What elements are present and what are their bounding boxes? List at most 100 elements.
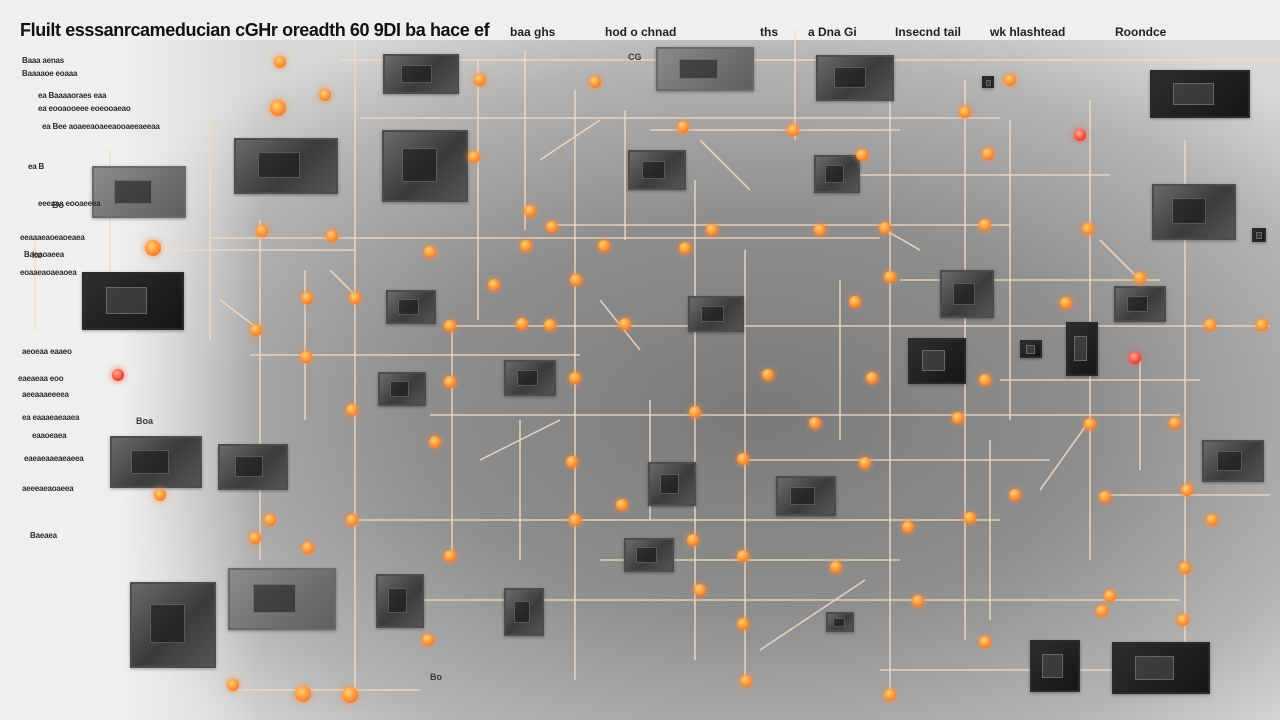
network-node: [468, 151, 480, 163]
device-thumbnail: [776, 476, 836, 516]
network-node: [569, 514, 581, 526]
network-node: [679, 242, 691, 254]
device-thumbnail: [814, 155, 860, 193]
network-node: [616, 499, 628, 511]
device-thumbnail: [826, 612, 854, 632]
network-node: [302, 542, 314, 554]
device-thumbnail: [940, 270, 994, 318]
network-node: [1096, 605, 1108, 617]
network-node: [154, 489, 166, 501]
diagram-label: Bo: [52, 200, 64, 210]
network-node: [849, 296, 861, 308]
network-node: [619, 318, 631, 330]
diagram-label: ko: [32, 250, 43, 260]
network-node: [488, 279, 500, 291]
device-thumbnail: [656, 47, 754, 91]
network-node: [1169, 417, 1181, 429]
network-node: [1206, 514, 1218, 526]
device-thumbnail: [908, 338, 966, 384]
device-thumbnail: [110, 436, 202, 488]
network-node: [687, 534, 699, 546]
connection-line: [699, 139, 751, 191]
network-node: [1181, 484, 1193, 496]
network-node: [274, 56, 286, 68]
device-thumbnail: [624, 538, 674, 572]
device-thumbnail: [816, 55, 894, 101]
diagram-label: Bo: [430, 672, 442, 682]
network-node: [444, 376, 456, 388]
device-thumbnail: [1030, 640, 1080, 692]
network-node: [912, 595, 924, 607]
network-node: [884, 689, 896, 701]
device-thumbnail: [1020, 340, 1042, 358]
network-node: [264, 514, 276, 526]
network-node: [964, 512, 976, 524]
network-node: [1204, 319, 1216, 331]
network-node: [319, 89, 331, 101]
network-node: [694, 584, 706, 596]
network-node: [424, 246, 436, 258]
network-node: [859, 457, 871, 469]
device-thumbnail: [1114, 286, 1166, 322]
network-node: [1074, 129, 1086, 141]
network-node: [1104, 590, 1116, 602]
connection-line: [884, 229, 921, 251]
device-thumbnail: [1112, 642, 1210, 694]
device-thumbnail: [1202, 440, 1264, 482]
network-node: [737, 453, 749, 465]
network-node: [1082, 223, 1094, 235]
device-thumbnail: [382, 130, 468, 202]
network-node: [474, 74, 486, 86]
connection-line: [759, 579, 866, 651]
network-node: [342, 687, 358, 703]
network-node: [1177, 614, 1189, 626]
network-node: [879, 222, 891, 234]
network-node: [1129, 352, 1141, 364]
network-node: [737, 550, 749, 562]
network-node: [422, 634, 434, 646]
network-node: [1099, 491, 1111, 503]
network-node: [1084, 418, 1096, 430]
device-thumbnail: [383, 54, 459, 94]
device-thumbnail: [1066, 322, 1098, 376]
network-node: [902, 521, 914, 533]
device-thumbnail: [218, 444, 288, 490]
device-thumbnail: [982, 76, 994, 88]
network-node: [589, 76, 601, 88]
network-node: [1256, 319, 1268, 331]
network-node: [295, 686, 311, 702]
network-node: [814, 224, 826, 236]
device-thumbnail: [82, 272, 184, 330]
network-node: [762, 369, 774, 381]
device-thumbnail: [1152, 184, 1236, 240]
device-thumbnail: [130, 582, 216, 668]
network-node: [979, 219, 991, 231]
network-node: [737, 618, 749, 630]
network-node: [301, 292, 313, 304]
network-node: [856, 149, 868, 161]
network-node: [706, 224, 718, 236]
device-thumbnail: [504, 588, 544, 636]
network-node: [979, 374, 991, 386]
network-node: [300, 351, 312, 363]
network-node: [809, 417, 821, 429]
device-thumbnail: [228, 568, 336, 630]
device-thumbnail: [648, 462, 696, 506]
network-node: [1009, 489, 1021, 501]
network-node: [524, 205, 536, 217]
diagram-label: Boa: [136, 416, 154, 426]
network-node: [346, 404, 358, 416]
device-thumbnail: [1252, 228, 1266, 242]
network-node: [959, 106, 971, 118]
network-node: [866, 372, 878, 384]
network-node: [979, 636, 991, 648]
network-node: [677, 121, 689, 133]
device-thumbnail: [386, 290, 436, 324]
network-node: [227, 679, 239, 691]
device-thumbnail: [378, 372, 426, 406]
network-node: [112, 369, 124, 381]
connection-line: [539, 119, 601, 161]
device-thumbnail: [688, 296, 744, 332]
connection-line: [1039, 419, 1091, 491]
network-node: [145, 240, 161, 256]
